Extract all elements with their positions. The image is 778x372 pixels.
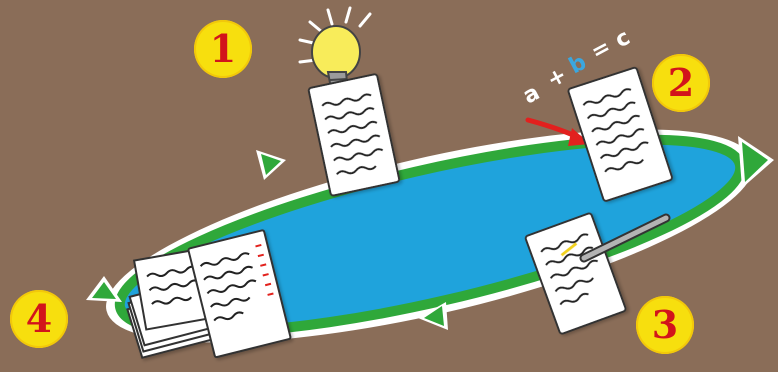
step-2-badge: 2 xyxy=(652,54,710,112)
cycle-arrowhead-top xyxy=(256,150,286,180)
equation-a: a xyxy=(519,80,544,109)
step-1-badge: 1 xyxy=(194,20,252,78)
step1-page xyxy=(308,74,399,196)
step-3-badge: 3 xyxy=(636,296,694,354)
cycle-arrowhead-right xyxy=(738,136,774,188)
step-4-badge: 4 xyxy=(10,290,68,348)
stacked-pages-icon xyxy=(124,230,291,359)
equation-b: b xyxy=(565,50,591,79)
equation-c: c xyxy=(611,25,634,53)
equation-equals: = xyxy=(587,35,615,66)
equation-plus: + xyxy=(543,63,571,94)
